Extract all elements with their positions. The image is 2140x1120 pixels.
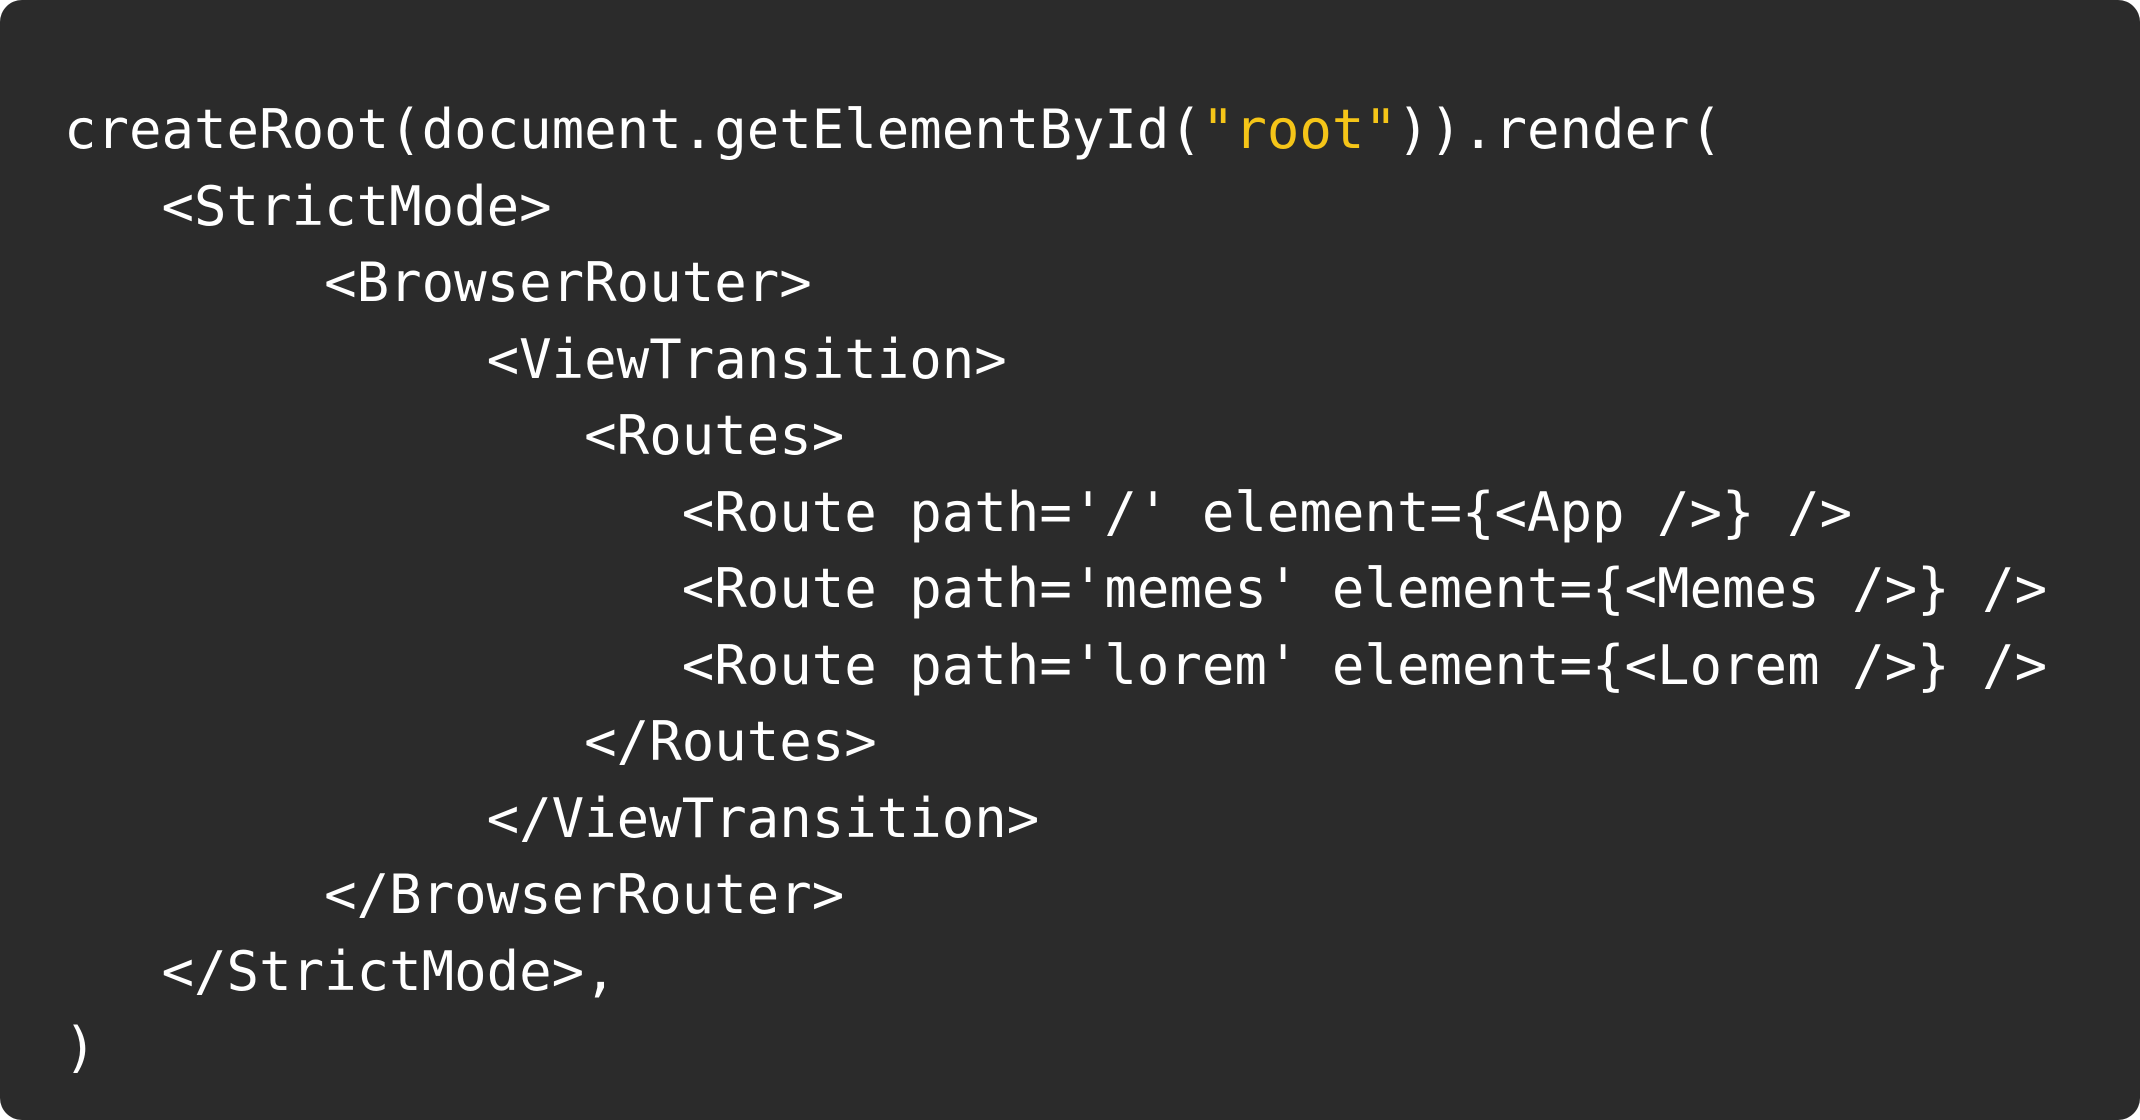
code-line-4: <ViewTransition> — [64, 327, 1007, 391]
code-block: createRoot(document.getElementById("root… — [64, 92, 2047, 1087]
code-line-3: <BrowserRouter> — [64, 251, 812, 314]
code-line-1-before: createRoot(document.getElementById( — [64, 98, 1202, 161]
code-line-6: <Route path='/' element={<App />} /> — [64, 480, 1853, 544]
code-line-8: <Route path='lorem' element={<Lorem />} … — [64, 633, 2048, 697]
code-line-5: <Routes> — [64, 404, 845, 467]
code-line-1-after: )).render( — [1396, 98, 1723, 161]
code-line-7: <Route path='memes' element={<Memes />} … — [64, 557, 2048, 620]
code-line-12: </StrictMode>, — [64, 939, 617, 1003]
code-line-1: createRoot(document.getElementById("root… — [64, 92, 2047, 169]
code-line-9: </Routes> — [64, 710, 877, 773]
string-literal-root: "root" — [1201, 98, 1397, 161]
code-line-2: <StrictMode> — [64, 174, 552, 238]
code-line-13: ) — [64, 1016, 97, 1079]
code-line-11: </BrowserRouter> — [64, 863, 845, 926]
code-line-10: </ViewTransition> — [64, 786, 1040, 850]
